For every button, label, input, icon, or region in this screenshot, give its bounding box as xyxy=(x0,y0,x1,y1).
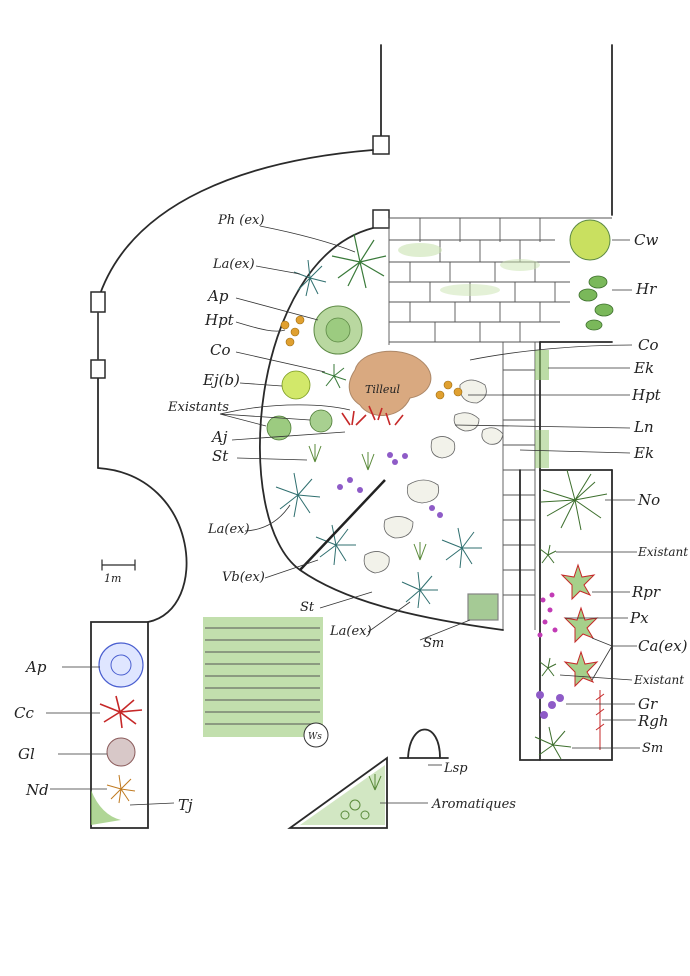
label-hpt-1: Hpt xyxy=(204,311,235,329)
label-sm-2: Sm xyxy=(642,741,663,756)
right-border-bed xyxy=(519,341,613,761)
label-px: Px xyxy=(629,609,649,627)
label-rpr: Rpr xyxy=(631,583,661,601)
label-ap-2: Ap xyxy=(24,658,47,676)
label-co-2: Co xyxy=(638,336,659,354)
plant-symbols xyxy=(98,219,614,820)
label-hr: Hr xyxy=(635,280,657,298)
label-ej-b: Ej(b) xyxy=(202,371,240,389)
label-existant-1: Existant xyxy=(637,545,688,559)
label-cc: Cc xyxy=(14,704,34,722)
label-ca-ex: Ca(ex) xyxy=(638,637,688,655)
lawn xyxy=(203,617,323,737)
label-gr: Gr xyxy=(638,695,658,713)
label-st-2: St xyxy=(300,600,315,615)
label-ap-1: Ap xyxy=(206,287,229,305)
label-ph-ex: Ph (ex) xyxy=(217,213,264,228)
scale-bar xyxy=(101,559,136,571)
label-ln: Ln xyxy=(633,418,654,436)
label-gl: Gl xyxy=(18,745,35,763)
label-existants: Existants xyxy=(167,400,229,415)
aromatic-bed xyxy=(287,728,449,829)
leader-lines xyxy=(46,225,640,806)
label-la-ex-2: La(ex) xyxy=(207,522,250,537)
left-border-bed xyxy=(90,621,149,829)
label-scale: 1m xyxy=(104,572,121,585)
plant-labels: Ph (ex) La(ex) Ap Hpt Co Ej(b) Existants… xyxy=(14,213,688,814)
label-co-1: Co xyxy=(210,341,231,359)
label-hpt-2: Hpt xyxy=(631,386,662,404)
label-lsp: Lsp xyxy=(443,761,468,776)
label-aj: Aj xyxy=(210,428,228,446)
label-existant-2: Existant xyxy=(633,673,684,687)
label-vb-ex: Vb(ex) xyxy=(222,570,265,585)
label-st-1: St xyxy=(212,447,229,465)
round-bed xyxy=(259,227,504,631)
label-la-ex-1: La(ex) xyxy=(212,257,255,272)
label-ek-2: Ek xyxy=(633,444,654,462)
label-la-ex-3: La(ex) xyxy=(329,624,372,639)
terrace-paving xyxy=(388,217,612,630)
label-tj: Tj xyxy=(178,796,193,814)
label-ws: Ws xyxy=(308,732,322,742)
label-tilleul: Tilleul xyxy=(365,383,400,396)
label-cw: Cw xyxy=(634,231,658,249)
label-ek-1: Ek xyxy=(633,359,654,377)
label-aromatiques: Aromatiques xyxy=(431,797,516,812)
label-no: No xyxy=(637,491,660,509)
label-sm-1: Sm xyxy=(423,636,444,651)
label-nd: Nd xyxy=(25,781,49,799)
label-rgh: Rgh xyxy=(637,712,669,730)
house-outline xyxy=(90,44,613,623)
